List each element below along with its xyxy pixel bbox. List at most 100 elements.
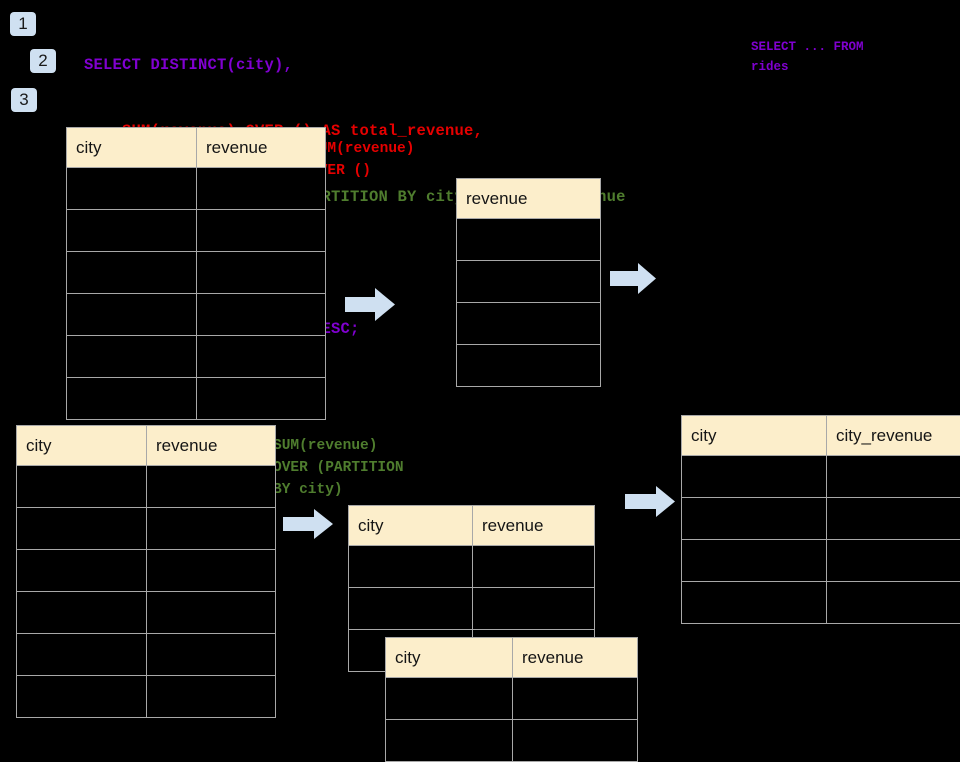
arrow-source-to-total <box>345 288 395 321</box>
table-row <box>67 336 326 378</box>
cell-city <box>386 720 513 762</box>
cell-city <box>682 456 827 498</box>
city-revenue-annotation: SUM(revenue) OVER (PARTITION BY city) <box>273 435 404 501</box>
table-row <box>17 676 276 718</box>
cell-revenue <box>473 588 595 630</box>
table-row <box>67 168 326 210</box>
cell-revenue <box>147 508 276 550</box>
sql-line-1: SELECT DISTINCT(city), <box>84 54 626 76</box>
table-row <box>682 540 960 582</box>
cell-city-revenue <box>827 540 960 582</box>
table-header-row: city revenue <box>386 638 638 678</box>
cell-city <box>67 210 197 252</box>
column-header-revenue: revenue <box>197 128 326 168</box>
step-badge-2: 2 <box>30 49 56 73</box>
table-row <box>386 720 638 762</box>
cell-city <box>67 168 197 210</box>
table-row <box>349 546 595 588</box>
cell-city <box>17 592 147 634</box>
table-row <box>386 678 638 720</box>
table-row <box>17 508 276 550</box>
arrow-source-to-partition <box>283 509 333 539</box>
cell-revenue <box>197 168 326 210</box>
column-header-city: city <box>386 638 513 678</box>
cell-revenue <box>147 466 276 508</box>
cell-city <box>67 294 197 336</box>
table-header-row: revenue <box>457 179 601 219</box>
arrow-total-to-result <box>610 263 656 294</box>
table-header-row: city revenue <box>17 426 276 466</box>
table-header-row: city revenue <box>67 128 326 168</box>
cell-city <box>67 336 197 378</box>
table-row <box>67 210 326 252</box>
cell-revenue <box>197 210 326 252</box>
cell-city <box>67 378 197 420</box>
cell-city <box>349 546 473 588</box>
cell-revenue <box>473 546 595 588</box>
table-header-row: city revenue <box>349 506 595 546</box>
table-row <box>457 303 601 345</box>
cell-city <box>67 252 197 294</box>
cell-revenue <box>197 336 326 378</box>
table-row <box>349 588 595 630</box>
cell-city-revenue <box>827 582 960 624</box>
table-row <box>17 466 276 508</box>
table-row <box>17 634 276 676</box>
cell-revenue <box>147 550 276 592</box>
partition-group-table-front: city revenue <box>385 637 638 762</box>
cell-revenue <box>147 634 276 676</box>
cell-city <box>17 550 147 592</box>
cell-revenue <box>197 294 326 336</box>
table-row <box>17 592 276 634</box>
table-row <box>67 294 326 336</box>
column-header-revenue: revenue <box>457 179 601 219</box>
step-badge-1: 1 <box>10 12 36 36</box>
cell-city <box>17 634 147 676</box>
cell-revenue <box>457 261 601 303</box>
cell-revenue <box>457 219 601 261</box>
column-header-city-revenue: city_revenue <box>827 416 960 456</box>
column-header-revenue: revenue <box>147 426 276 466</box>
cell-city <box>682 582 827 624</box>
table-row <box>682 456 960 498</box>
total-revenue-table: revenue <box>456 178 601 387</box>
final-result-table: city city_revenue <box>681 415 960 624</box>
column-header-city: city <box>67 128 197 168</box>
step-badge-3: 3 <box>11 88 37 112</box>
table-row <box>682 498 960 540</box>
cell-revenue <box>147 676 276 718</box>
cell-city <box>17 676 147 718</box>
diagram-canvas: 1 2 3 SELECT DISTINCT(city), SUM(revenue… <box>0 0 960 720</box>
sql-aside-label: SELECT ... FROM rides <box>751 37 864 77</box>
cell-revenue <box>197 378 326 420</box>
table-header-row: city city_revenue <box>682 416 960 456</box>
cell-city <box>349 588 473 630</box>
cell-city <box>17 466 147 508</box>
column-header-revenue: revenue <box>473 506 595 546</box>
cell-revenue <box>197 252 326 294</box>
table-row <box>457 345 601 387</box>
cell-revenue <box>457 345 601 387</box>
table-row <box>67 252 326 294</box>
cell-city <box>682 540 827 582</box>
cell-city-revenue <box>827 456 960 498</box>
column-header-revenue: revenue <box>513 638 638 678</box>
table-row <box>457 261 601 303</box>
cell-revenue <box>513 678 638 720</box>
column-header-city: city <box>349 506 473 546</box>
cell-revenue <box>513 720 638 762</box>
arrow-partition-to-result <box>625 486 675 517</box>
table-row <box>457 219 601 261</box>
cell-city-revenue <box>827 498 960 540</box>
cell-city <box>386 678 513 720</box>
table-row <box>682 582 960 624</box>
cell-revenue <box>457 303 601 345</box>
column-header-city: city <box>17 426 147 466</box>
table-row <box>67 378 326 420</box>
cell-city <box>682 498 827 540</box>
table-row <box>17 550 276 592</box>
column-header-city: city <box>682 416 827 456</box>
cell-city <box>17 508 147 550</box>
cell-revenue <box>147 592 276 634</box>
rides-source-table: city revenue <box>66 127 326 420</box>
